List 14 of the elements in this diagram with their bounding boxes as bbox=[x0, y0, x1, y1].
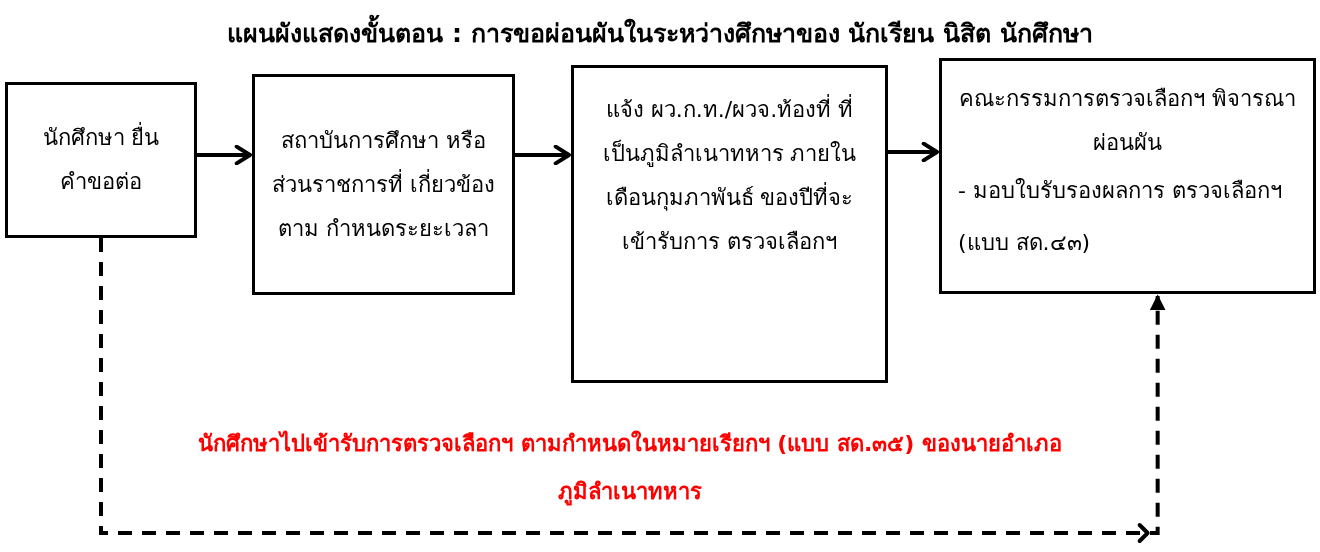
dashed-arrow bbox=[99, 238, 1166, 543]
diagram-title: แผนผังแสดงขั้นตอน : การขอผ่อนผันในระหว่างศึกษาของ นักเรียน นิสิต นักศึกษา bbox=[0, 16, 1320, 52]
process-box bbox=[939, 58, 1316, 294]
box-text: - มอบใบรับรองผลการ ตรวจเลือกฯ (แบบ สด.๔๓) bbox=[958, 177, 1283, 257]
box-text: คณะกรรมการตรวจเลือกฯ พิจารณาผ่อนผัน bbox=[958, 85, 1297, 157]
process-box bbox=[5, 82, 197, 238]
arrow bbox=[197, 144, 252, 166]
arrow bbox=[515, 144, 571, 166]
box-text: สถาบันการศึกษา หรือส่วนราชการที่ เกี่ยวข้อง ตาม กำหนดระยะเวลา bbox=[271, 126, 496, 243]
box-text: นักศึกษา ยื่นคำขอต่อ bbox=[16, 116, 186, 204]
arrow bbox=[888, 141, 939, 163]
process-box bbox=[252, 74, 515, 295]
box-text: แจ้ง ผว.ก.ท./ผวจ.ท้องที่ ที่เป็นภูมิลำเนาทหาร ภายในเดือนกุมภาพันธ์ ของปีที่จะเข้ารับการ ตรวจเลือกฯ bbox=[590, 88, 869, 264]
process-box bbox=[571, 65, 888, 383]
